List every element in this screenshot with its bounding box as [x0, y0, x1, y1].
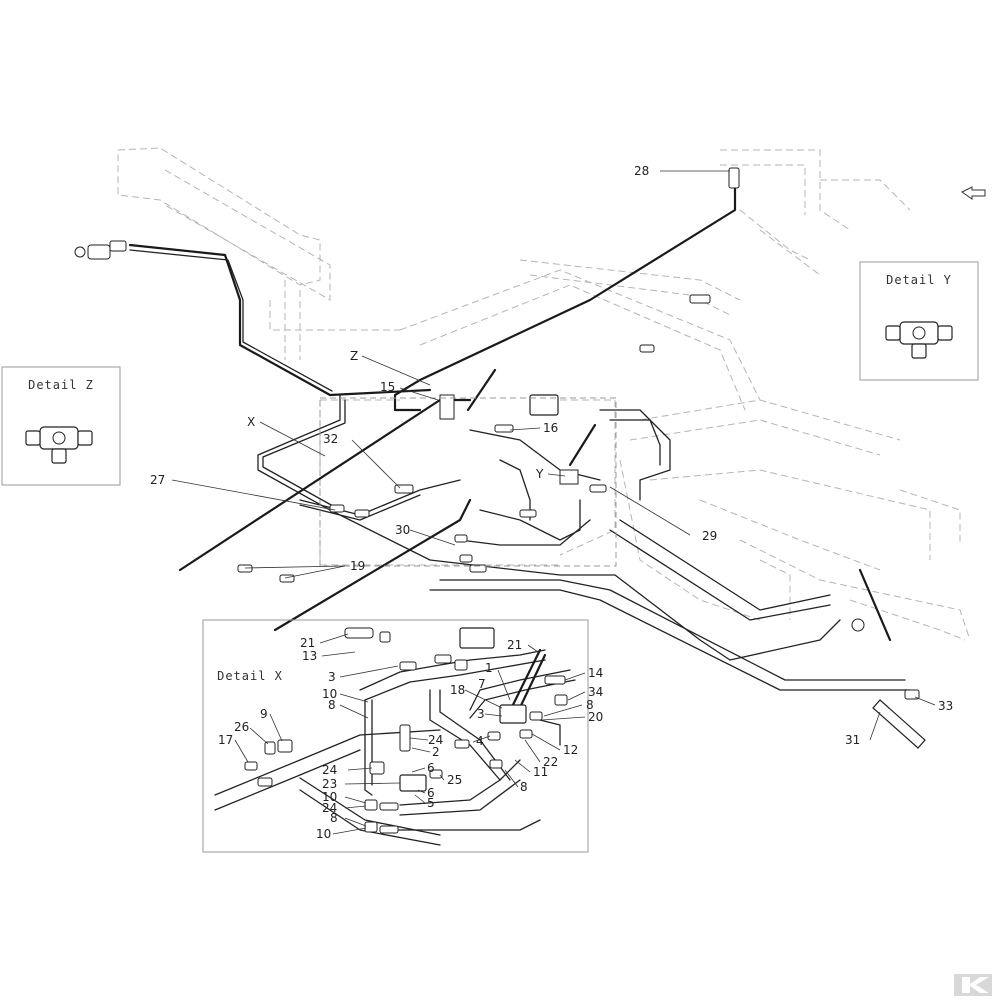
label-x-14: 14 — [588, 666, 603, 680]
label-x-6a: 6 — [427, 761, 435, 775]
label-x-7: 7 — [478, 677, 486, 691]
label-27: 27 — [150, 473, 165, 487]
label-x-6b: 6 — [427, 786, 435, 800]
hose-fittings-row — [237, 294, 711, 583]
label-29: 29 — [702, 529, 717, 543]
label-x-20: 20 — [588, 710, 603, 724]
label-x-11: 11 — [533, 765, 548, 779]
detail-y-title: Detail Y — [886, 273, 952, 287]
label-x-21a: 21 — [300, 636, 315, 650]
label-30: 30 — [395, 523, 410, 537]
valve-block-center — [529, 394, 559, 416]
label-x-21b: 21 — [507, 638, 522, 652]
label-x-22: 22 — [543, 755, 558, 769]
label-x-24c: 24 — [322, 801, 337, 815]
label-x-4: 4 — [476, 734, 484, 748]
label-x-8a: 8 — [328, 698, 336, 712]
label-x: X — [247, 415, 255, 429]
lever-15 — [439, 368, 497, 420]
label-x-34: 34 — [588, 685, 603, 699]
label-28: 28 — [634, 164, 649, 178]
label-x-8b: 8 — [586, 698, 594, 712]
label-x-8c: 8 — [520, 780, 528, 794]
hose-lines — [128, 168, 911, 691]
label-x-24b: 24 — [322, 763, 337, 777]
label-x-10b: 10 — [322, 790, 337, 804]
label-33: 33 — [938, 699, 953, 713]
label-16: 16 — [543, 421, 558, 435]
lever-right — [851, 568, 892, 642]
label-x-3b: 3 — [477, 707, 485, 721]
detail-x-box: Detail X — [202, 619, 589, 853]
label-x-23: 23 — [322, 777, 337, 791]
detail-x-title: Detail X — [217, 669, 283, 683]
label-x-12: 12 — [563, 743, 578, 757]
detail-z-box: Detail Z — [1, 366, 121, 486]
main-fittings — [74, 167, 926, 749]
lever-y — [559, 423, 597, 485]
detail-z-valve — [25, 426, 93, 464]
label-x-26: 26 — [234, 720, 249, 734]
label-z: Z — [350, 349, 358, 363]
cylinder-31 — [872, 689, 926, 749]
quick-coupler-top-left — [74, 240, 127, 260]
arrow-icon — [961, 186, 986, 200]
hose-28 — [393, 168, 737, 412]
detail-x-fittings — [244, 627, 568, 834]
label-x-18: 18 — [450, 683, 465, 697]
label-x-5: 5 — [427, 796, 435, 810]
label-x-1: 1 — [485, 661, 493, 675]
detail-y-box: Detail Y — [859, 261, 979, 381]
detail-region-outline — [319, 397, 617, 567]
label-x-17: 17 — [218, 733, 233, 747]
detail-y-valve — [885, 321, 953, 359]
label-15: 15 — [380, 380, 395, 394]
label-31: 31 — [845, 733, 860, 747]
label-x-3a: 3 — [328, 670, 336, 684]
main-labels: 28 Z 15 X 32 16 Y 27 30 29 19 33 31 — [150, 164, 953, 747]
leader-lines — [171, 170, 936, 835]
label-19: 19 — [350, 559, 365, 573]
label-x-8d: 8 — [330, 811, 338, 825]
fitting-28 — [728, 167, 740, 189]
label-x-2: 2 — [432, 745, 440, 759]
detail-z-title: Detail Z — [28, 378, 94, 392]
label-x-9: 9 — [260, 707, 268, 721]
brand-logo-icon — [954, 974, 992, 996]
label-32: 32 — [323, 432, 338, 446]
label-x-24a: 24 — [428, 733, 443, 747]
label-x-13: 13 — [302, 649, 317, 663]
label-x-10a: 10 — [322, 687, 337, 701]
label-x-10c: 10 — [316, 827, 331, 841]
label-y: Y — [535, 467, 544, 481]
detail-x-labels: 21 13 3 21 1 14 18 7 34 10 8 8 9 26 17 3… — [218, 636, 603, 841]
label-x-25: 25 — [447, 773, 462, 787]
